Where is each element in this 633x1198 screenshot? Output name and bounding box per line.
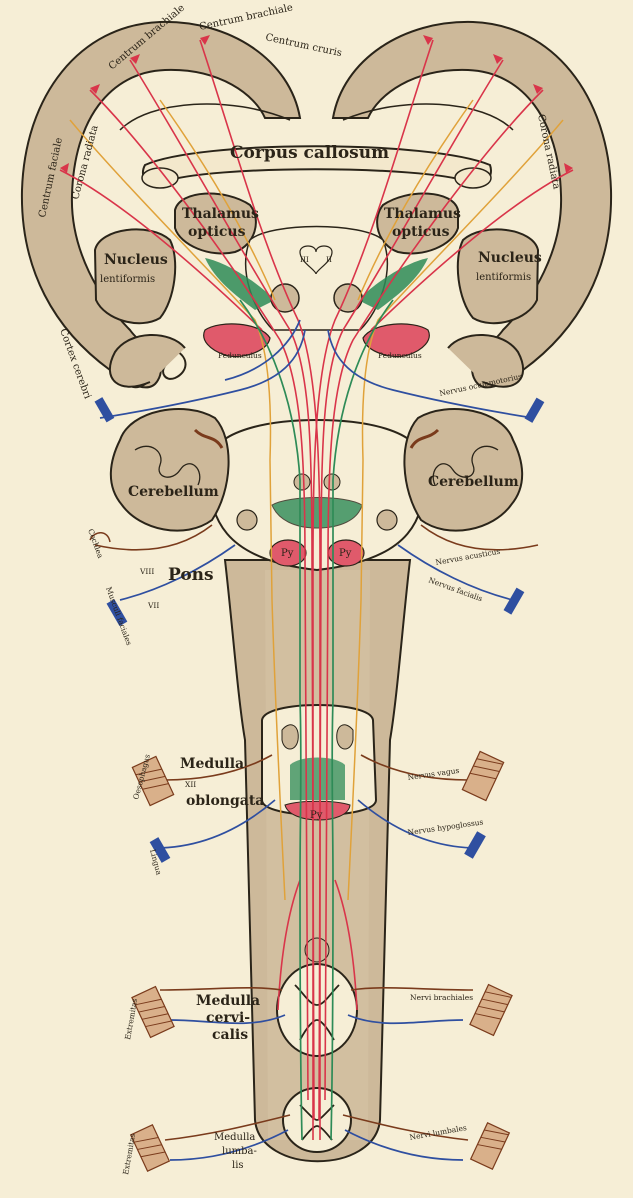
label-thalamus-left: Thalamus: [182, 206, 259, 222]
label-corpus-callosum: Corpus callosum: [230, 143, 389, 163]
label-medulla-oblongata-2: oblongata: [186, 793, 264, 809]
label-cerebellum-left: Cerebellum: [128, 484, 219, 500]
label-pons-numeral: VIII: [139, 567, 154, 576]
label-roman-three: III: [300, 255, 309, 264]
left-cerebellum: [111, 409, 229, 531]
label-nucleus-right: Nucleus: [478, 250, 542, 266]
label-medulla-oblongata-1: Medulla: [180, 756, 244, 772]
label-ped-right: Pedunculus: [378, 351, 422, 360]
medulla-left-olive: [282, 725, 298, 749]
label-py-left: Py: [281, 548, 294, 559]
label-nervi-brachiales: Nervi brachiales: [410, 993, 473, 1002]
left-midbrain-nucleus: [271, 284, 299, 312]
label-ped-left: Pedunculus: [218, 351, 262, 360]
label-roman-two: II: [326, 255, 332, 264]
label-medulla-oblongata-numeral: XII: [185, 780, 196, 789]
pons-small-right: [324, 474, 340, 490]
label-medulla-lumbalis-3: lis: [232, 1160, 244, 1171]
label-medulla-lumbalis-2: lumba-: [222, 1146, 257, 1157]
pons-left-nucleus: [237, 510, 257, 530]
medulla-right-olive: [337, 725, 353, 749]
label-medulla-cervicalis-3: calis: [212, 1027, 248, 1043]
label-thalamus-right-2: opticus: [392, 224, 450, 240]
label-medulla-lumbalis-1: Medulla: [214, 1132, 255, 1143]
label-medulla-cervicalis-1: Medulla: [196, 993, 260, 1009]
pons-small-left: [294, 474, 310, 490]
label-medulla-cervicalis-2: cervi-: [206, 1010, 250, 1026]
label-nucleus-left-2: lentiformis: [100, 274, 155, 285]
label-facial-numeral: VII: [147, 601, 159, 610]
label-thalamus-right: Thalamus: [384, 206, 461, 222]
label-py-right: Py: [339, 548, 352, 559]
label-thalamus-left-2: opticus: [188, 224, 246, 240]
label-nucleus-right-2: lentiformis: [476, 272, 531, 283]
label-pons: Pons: [168, 565, 214, 585]
cervical-section: [277, 964, 357, 1056]
pons-right-nucleus: [377, 510, 397, 530]
right-cerebellum: [404, 409, 522, 531]
right-midbrain-nucleus: [334, 284, 362, 312]
medulla-oblongata-green: [290, 758, 345, 801]
label-cerebellum-right: Cerebellum: [428, 474, 519, 490]
label-nucleus-left: Nucleus: [104, 252, 168, 268]
midbrain-area: [246, 227, 388, 331]
label-py-medulla: Py: [310, 810, 323, 821]
